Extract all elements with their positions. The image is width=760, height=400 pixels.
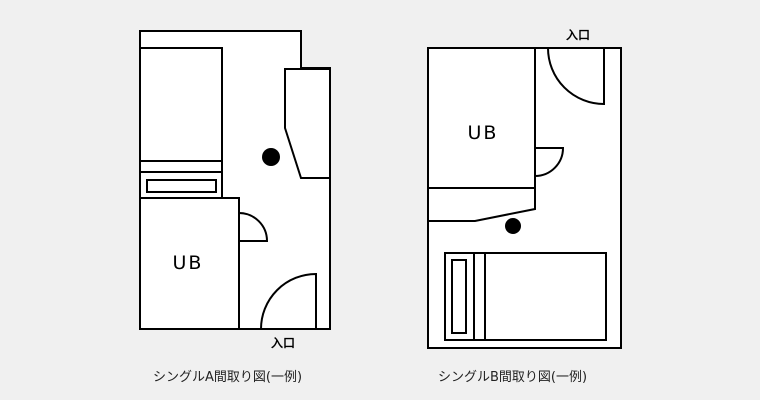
plan-a-bed xyxy=(139,47,223,199)
plan-b-entry-door xyxy=(547,47,605,106)
plan-a-ub-label: UB xyxy=(173,252,204,274)
plan-b-pillow xyxy=(451,259,467,334)
plan-a-entry-door xyxy=(260,272,317,330)
plan-a-marker-dot xyxy=(262,148,280,166)
plan-a-bath-door xyxy=(238,212,269,242)
plan-a-caption: シングルA間取り図(一例) xyxy=(153,370,303,385)
plan-b-counter xyxy=(427,187,536,222)
plan-a-closet xyxy=(284,68,331,179)
plan-b-marker-dot xyxy=(505,218,521,234)
plan-a-pillow xyxy=(146,179,217,193)
plan-b: UB 入口 xyxy=(427,28,622,349)
plan-b-bath-door xyxy=(534,147,565,177)
plan-b-caption: シングルB間取り図(一例) xyxy=(438,370,588,385)
plan-b-unit-bath xyxy=(427,47,536,189)
plan-a-unit-bath xyxy=(139,197,240,330)
plan-b-entry-label: 入口 xyxy=(566,28,590,42)
plan-a: UB 入口 xyxy=(139,30,331,350)
plan-a-entry-label: 入口 xyxy=(271,336,295,350)
plan-b-bed xyxy=(444,252,607,341)
plan-b-ub-label: UB xyxy=(468,122,499,144)
